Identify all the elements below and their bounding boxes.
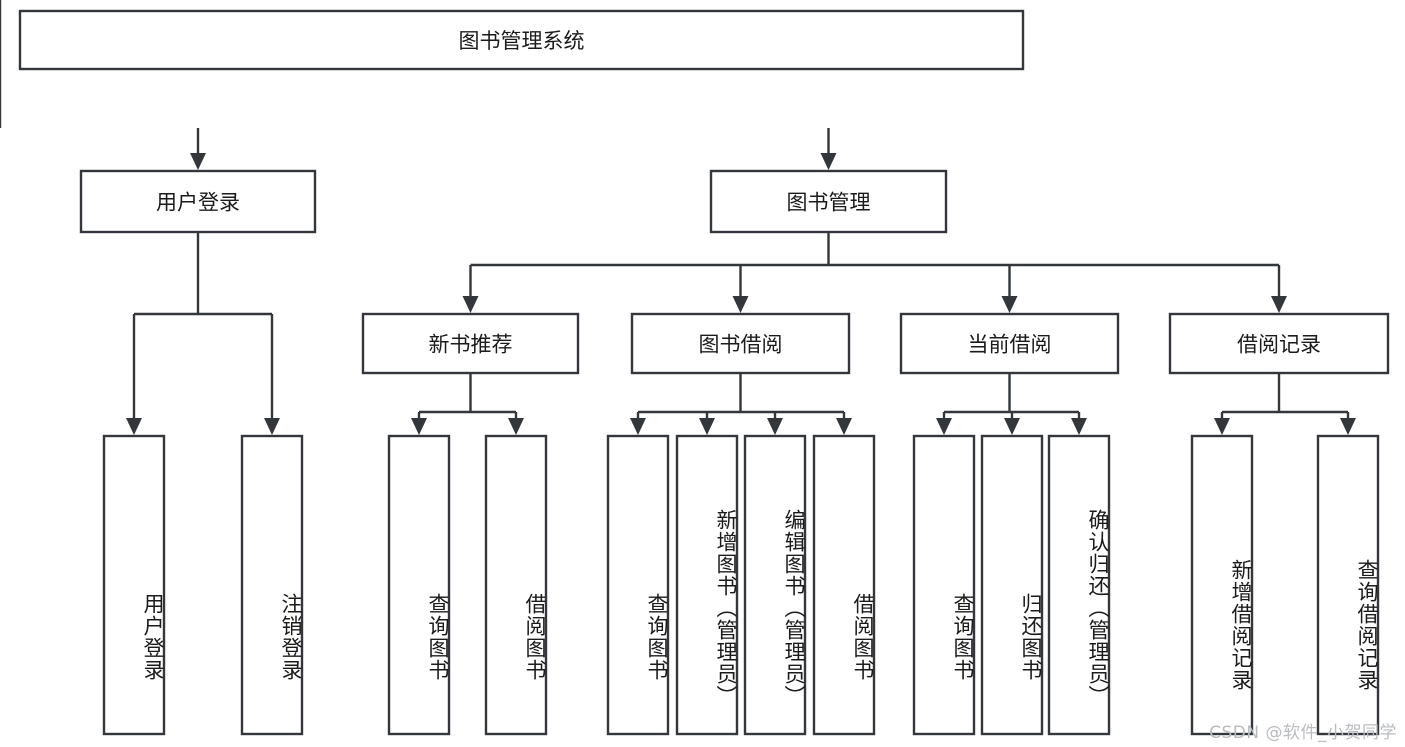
node-label-book-manage: 图书管理 [787, 191, 871, 215]
node-box-current-borrow[interactable] [899, 312, 1120, 375]
arrow-head-icon [126, 418, 142, 435]
node-box-book-borrow[interactable] [630, 312, 851, 375]
node-box-query-borrow-record[interactable] [1316, 434, 1380, 736]
node-box-add-book-admin[interactable] [675, 434, 739, 736]
watermark-text: CSDN @软件_小贺同学 [1209, 723, 1397, 743]
node-label-borrow-record: 借阅记录 [1237, 333, 1321, 357]
arrow-head-icon [732, 296, 749, 313]
arrow-head-icon [411, 418, 427, 435]
arrow-head-icon [1214, 418, 1230, 435]
node-box-edit-book-admin[interactable] [743, 434, 807, 736]
node-label-book-borrow: 图书借阅 [699, 333, 783, 357]
node-label-new-book-recommend: 新书推荐 [429, 333, 513, 357]
arrow-head-icon [699, 418, 715, 435]
arrow-head-icon [1004, 418, 1020, 435]
node-box-return-book[interactable] [980, 434, 1044, 736]
arrow-head-icon [1001, 296, 1018, 313]
arrow-head-icon [836, 418, 852, 435]
node-label-root: 图书管理系统 [459, 29, 585, 53]
arrow-head-icon [1071, 418, 1087, 435]
arrow-head-icon [462, 296, 479, 313]
node-box-query-book-1[interactable] [387, 434, 451, 736]
node-box-book-manage[interactable] [709, 169, 948, 234]
arrow-head-icon [630, 418, 646, 435]
node-box-add-borrow-record[interactable] [1190, 434, 1254, 736]
arrow-head-icon [190, 153, 206, 170]
node-box-new-book-recommend[interactable] [361, 312, 580, 375]
arrow-head-icon [508, 418, 524, 435]
arrow-head-icon [264, 418, 280, 435]
arrow-head-icon [767, 418, 783, 435]
node-label-current-borrow: 当前借阅 [968, 333, 1052, 357]
node-box-confirm-return-admin[interactable] [1047, 434, 1111, 736]
node-box-borrow-book-2[interactable] [812, 434, 876, 736]
node-box-query-book-2[interactable] [606, 434, 670, 736]
node-box-borrow-book-1[interactable] [484, 434, 548, 736]
arrow-head-icon [1340, 418, 1356, 435]
arrow-head-icon [820, 153, 837, 170]
node-box-borrow-record[interactable] [1168, 312, 1390, 375]
node-box-root[interactable] [18, 9, 1025, 71]
node-box-query-book-3[interactable] [912, 434, 976, 736]
node-box-user-logout[interactable] [240, 434, 304, 736]
node-box-user-login-do[interactable] [102, 434, 166, 736]
arrow-head-icon [1271, 296, 1287, 313]
node-label-user-login: 用户登录 [156, 191, 240, 215]
arrow-head-icon [936, 418, 952, 435]
node-box-user-login[interactable] [79, 169, 317, 234]
